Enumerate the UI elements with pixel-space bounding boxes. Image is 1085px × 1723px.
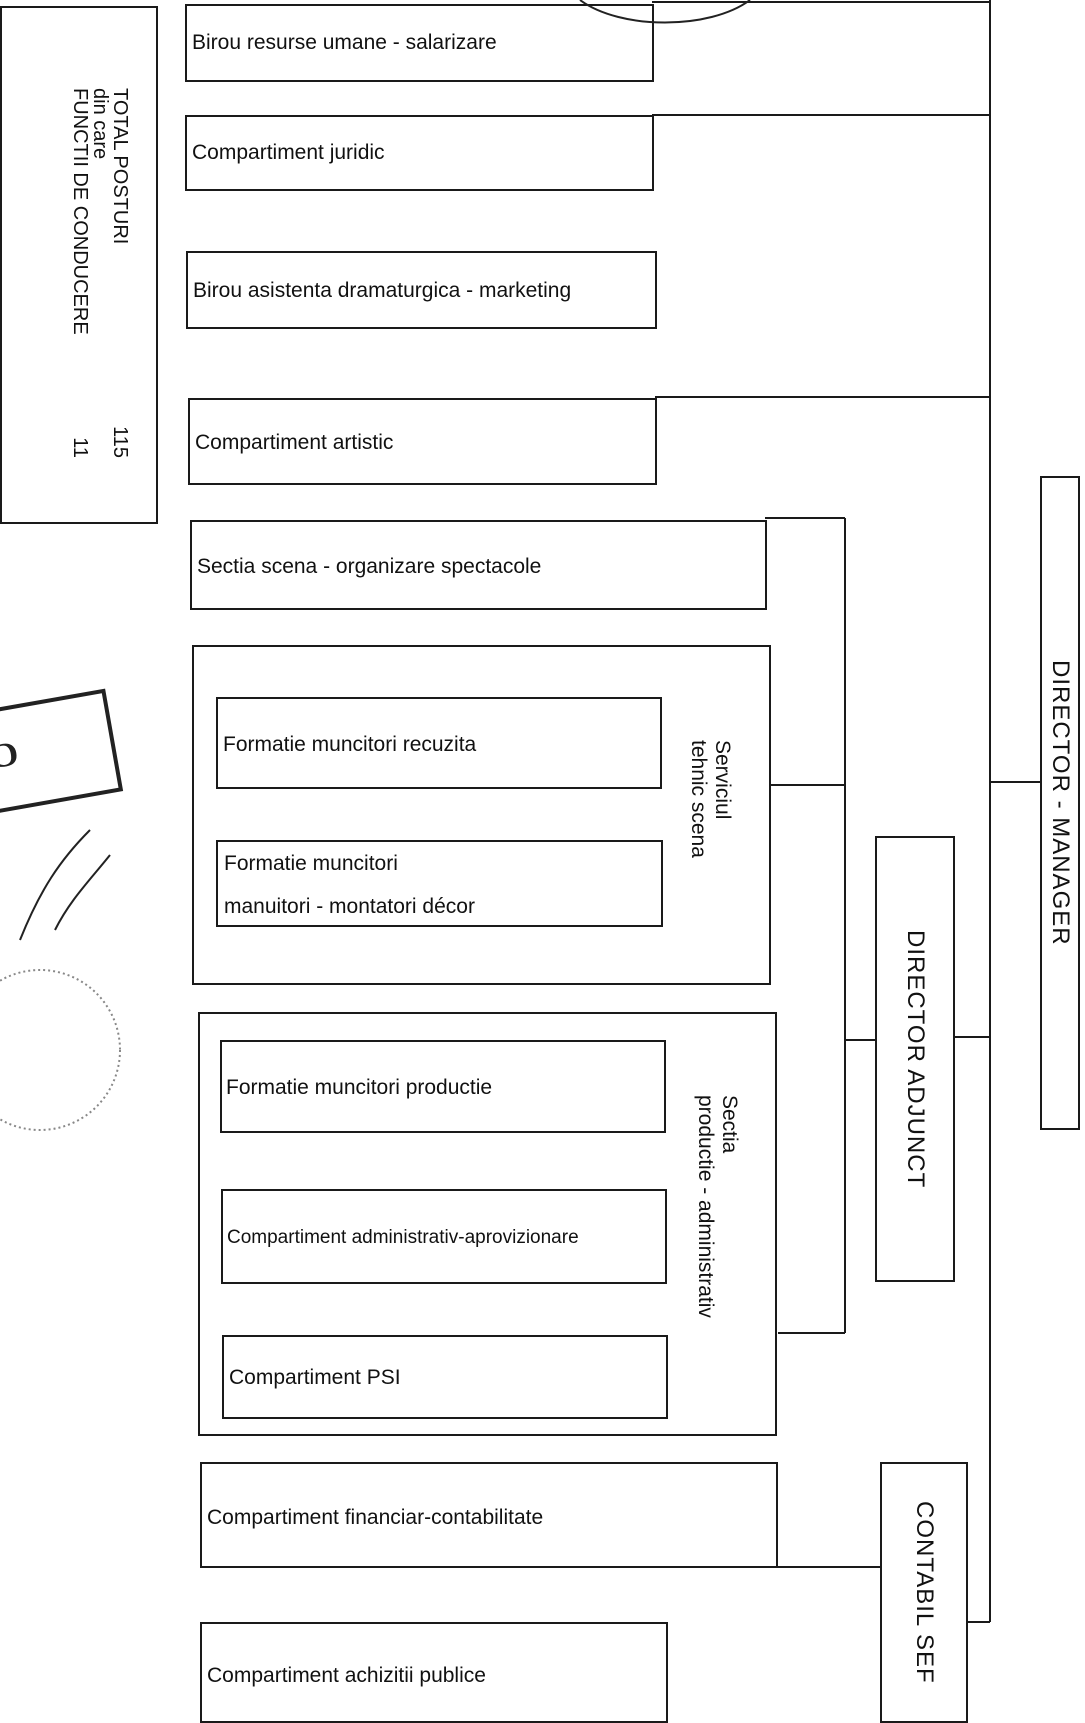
unit-formatie-manuitori-label-1: Formatie muncitori: [224, 852, 398, 875]
unit-compartiment-psi-label: Compartiment PSI: [229, 1366, 401, 1389]
unit-sectia-scena-label: Sectia scena - organizare spectacole: [197, 555, 542, 578]
unit-compartiment-psi: [222, 1335, 668, 1419]
unit-birou-asistenta: [186, 251, 657, 329]
of-which-label: din care: [89, 88, 111, 160]
total-posts-label: TOTAL POSTURI: [109, 88, 131, 245]
unit-compartiment-juridic-label: Compartiment juridic: [192, 141, 385, 164]
round-seal: [0, 969, 121, 1131]
group-serviciu-tehnic-scena: [192, 645, 771, 985]
unit-birou-resurse-umane-label: Birou resurse umane - salarizare: [192, 31, 497, 54]
unit-financiar-contabilitate-label: Compartiment financiar-contabilitate: [207, 1506, 544, 1529]
unit-administrativ-aprovizionare: [221, 1189, 667, 1284]
unit-compartiment-artistic: [188, 398, 657, 485]
unit-compartiment-juridic: [185, 115, 654, 191]
unit-formatie-productie: [220, 1040, 666, 1133]
unit-formatie-productie-label: Formatie muncitori productie: [226, 1076, 493, 1099]
unit-achizitii-publice-label: Compartiment achizitii publice: [207, 1664, 486, 1687]
signature-mark: [19, 829, 111, 941]
unit-formatie-manuitori-label-2: manuitori - montatori décor: [224, 895, 475, 918]
unit-financiar-contabilitate: [200, 1462, 778, 1568]
summary-text: TOTAL POSTURI 115 din care FUNCTII DE CO…: [69, 88, 131, 458]
unit-formatie-manuitori: [216, 840, 663, 927]
director-adjunct-box: DIRECTOR ADJUNCT: [875, 836, 955, 1282]
official-stamp: CONF ORIG: [0, 688, 124, 941]
leadership-label: FUNCTII DE CONDUCERE: [69, 88, 91, 335]
director-manager-box: DIRECTOR - MANAGER: [1040, 476, 1080, 1130]
total-posts-value: 115: [109, 426, 131, 458]
unit-sectia-scena: [190, 520, 767, 610]
leadership-value: 11: [69, 437, 91, 458]
serviciu-tehnic-title: Serviciul tehnic scena: [687, 740, 734, 858]
unit-administrativ-aprovizionare-label: Compartiment administrativ-aprovizionare: [227, 1227, 579, 1248]
director-manager-label: DIRECTOR - MANAGER: [1047, 660, 1074, 946]
unit-achizitii-publice: [200, 1622, 668, 1723]
sectia-productie-title: Sectia productie - administrativ: [694, 1095, 741, 1318]
unit-compartiment-artistic-label: Compartiment artistic: [195, 431, 394, 454]
unit-birou-asistenta-label: Birou asistenta dramaturgica - marketing: [193, 279, 572, 302]
summary-box: [0, 6, 158, 524]
unit-formatie-recuzita: [216, 697, 662, 789]
contabil-sef-box: CONTABIL SEF: [880, 1462, 968, 1723]
stamp-text: CONF ORIG: [0, 734, 21, 804]
unit-formatie-recuzita-label: Formatie muncitori recuzita: [223, 733, 477, 756]
unit-birou-resurse-umane: [185, 4, 654, 82]
director-adjunct-label: DIRECTOR ADJUNCT: [902, 929, 929, 1189]
top-seal-fragment: [579, 0, 751, 24]
contabil-sef-label: CONTABIL SEF: [911, 1501, 938, 1684]
